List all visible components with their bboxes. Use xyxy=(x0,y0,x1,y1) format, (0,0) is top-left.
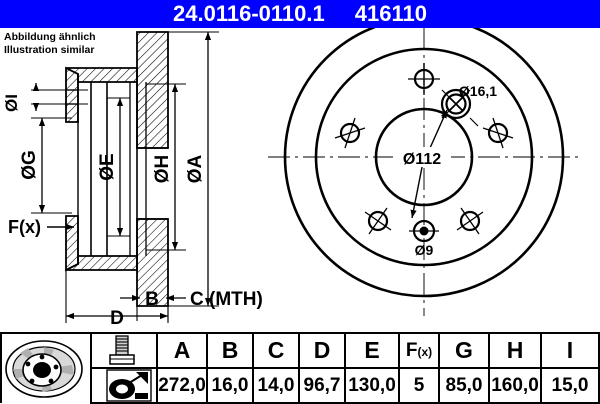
wheel-bolt-holes xyxy=(334,63,514,235)
column-header-h: H xyxy=(488,332,542,369)
machining-tool-icon xyxy=(106,369,152,402)
label-dia-e: ØE xyxy=(97,153,118,180)
hat-flange-bottom xyxy=(65,215,79,272)
label-b: B xyxy=(145,289,159,310)
brake-disc-icon-cell xyxy=(0,332,92,403)
bolt-icon xyxy=(109,335,135,365)
table-header-row: A B C D E F(x) G H I xyxy=(0,332,600,403)
value-e: 130,0 xyxy=(344,367,400,404)
brake-disc-icon xyxy=(5,339,83,398)
bolt-hole-4 xyxy=(364,207,392,235)
label-c-mth: C (MTH) xyxy=(190,289,263,310)
value-a: 272,0 xyxy=(156,367,208,404)
cross-section-view: ØI ØG ØE ØH ØA F(x) xyxy=(2,31,263,329)
friction-ring-circle xyxy=(314,47,534,267)
column-header-a: A xyxy=(156,332,208,369)
technical-drawing: ØI ØG ØE ØH ØA F(x) xyxy=(2,28,580,329)
value-fx: 5 xyxy=(398,367,440,404)
bolt-hole-1 xyxy=(408,63,440,95)
outer-diameter-circle xyxy=(283,28,565,298)
bolt-hole-3 xyxy=(456,207,484,235)
machining-icon-cell xyxy=(90,367,158,404)
hat-flange-top xyxy=(65,66,79,123)
label-backing-dia-112 xyxy=(393,147,451,167)
column-header-b: B xyxy=(206,332,254,369)
leader-dia-9 xyxy=(410,156,425,219)
bolt-icon-cell xyxy=(90,332,158,369)
hub-bore-circle xyxy=(374,107,474,207)
label-dia-a: ØA xyxy=(185,154,206,183)
article-number: 416110 xyxy=(354,1,427,26)
bolt-hole-5 xyxy=(334,117,366,149)
bolt-hole-2 xyxy=(482,117,514,149)
part-number: 24.0116-0110.1 xyxy=(173,1,325,26)
column-header-e: E xyxy=(344,332,400,369)
table-value-row: 272,0 16,0 14,0 96,7 130,0 5 85,0 160,0 … xyxy=(1,367,600,404)
column-header-c: C xyxy=(252,332,300,369)
label-fx: F(x) xyxy=(8,217,41,237)
illustration-note: Abbildung ähnlich Illustration similar xyxy=(4,31,96,56)
annotation-dia-16: Ø16,1 xyxy=(459,83,497,99)
annotation-dia-9: Ø9 xyxy=(415,242,434,258)
note-line-en: Illustration similar xyxy=(4,43,95,56)
label-dia-i: ØI xyxy=(2,94,21,112)
column-header-fx: F(x) xyxy=(398,332,440,369)
pin-hole-9 xyxy=(409,219,439,243)
front-view: Ø16,1 Ø9 Ø112 xyxy=(268,28,580,316)
dimensions-table: A B C D E F(x) G H I 272,0 16,0 xyxy=(0,332,600,404)
value-b: 16,0 xyxy=(206,367,254,404)
value-c: 14,0 xyxy=(252,367,300,404)
value-h: 160,0 xyxy=(488,367,542,404)
annotation-dia-112: Ø112 xyxy=(403,151,441,168)
friction-ring-top xyxy=(136,31,169,149)
column-header-g: G xyxy=(438,332,490,369)
value-d: 96,7 xyxy=(298,367,346,404)
column-header-i: I xyxy=(540,332,600,369)
column-header-d: D xyxy=(298,332,346,369)
label-d: D xyxy=(110,308,124,329)
note-line-de: Abbildung ähnlich xyxy=(4,31,96,43)
header-bar: 24.0116-0110.1 416110 xyxy=(0,0,600,28)
label-dia-g: ØG xyxy=(19,150,40,180)
label-dia-h: ØH xyxy=(152,155,173,184)
value-g: 85,0 xyxy=(438,367,490,404)
value-i: 15,0 xyxy=(540,367,600,404)
